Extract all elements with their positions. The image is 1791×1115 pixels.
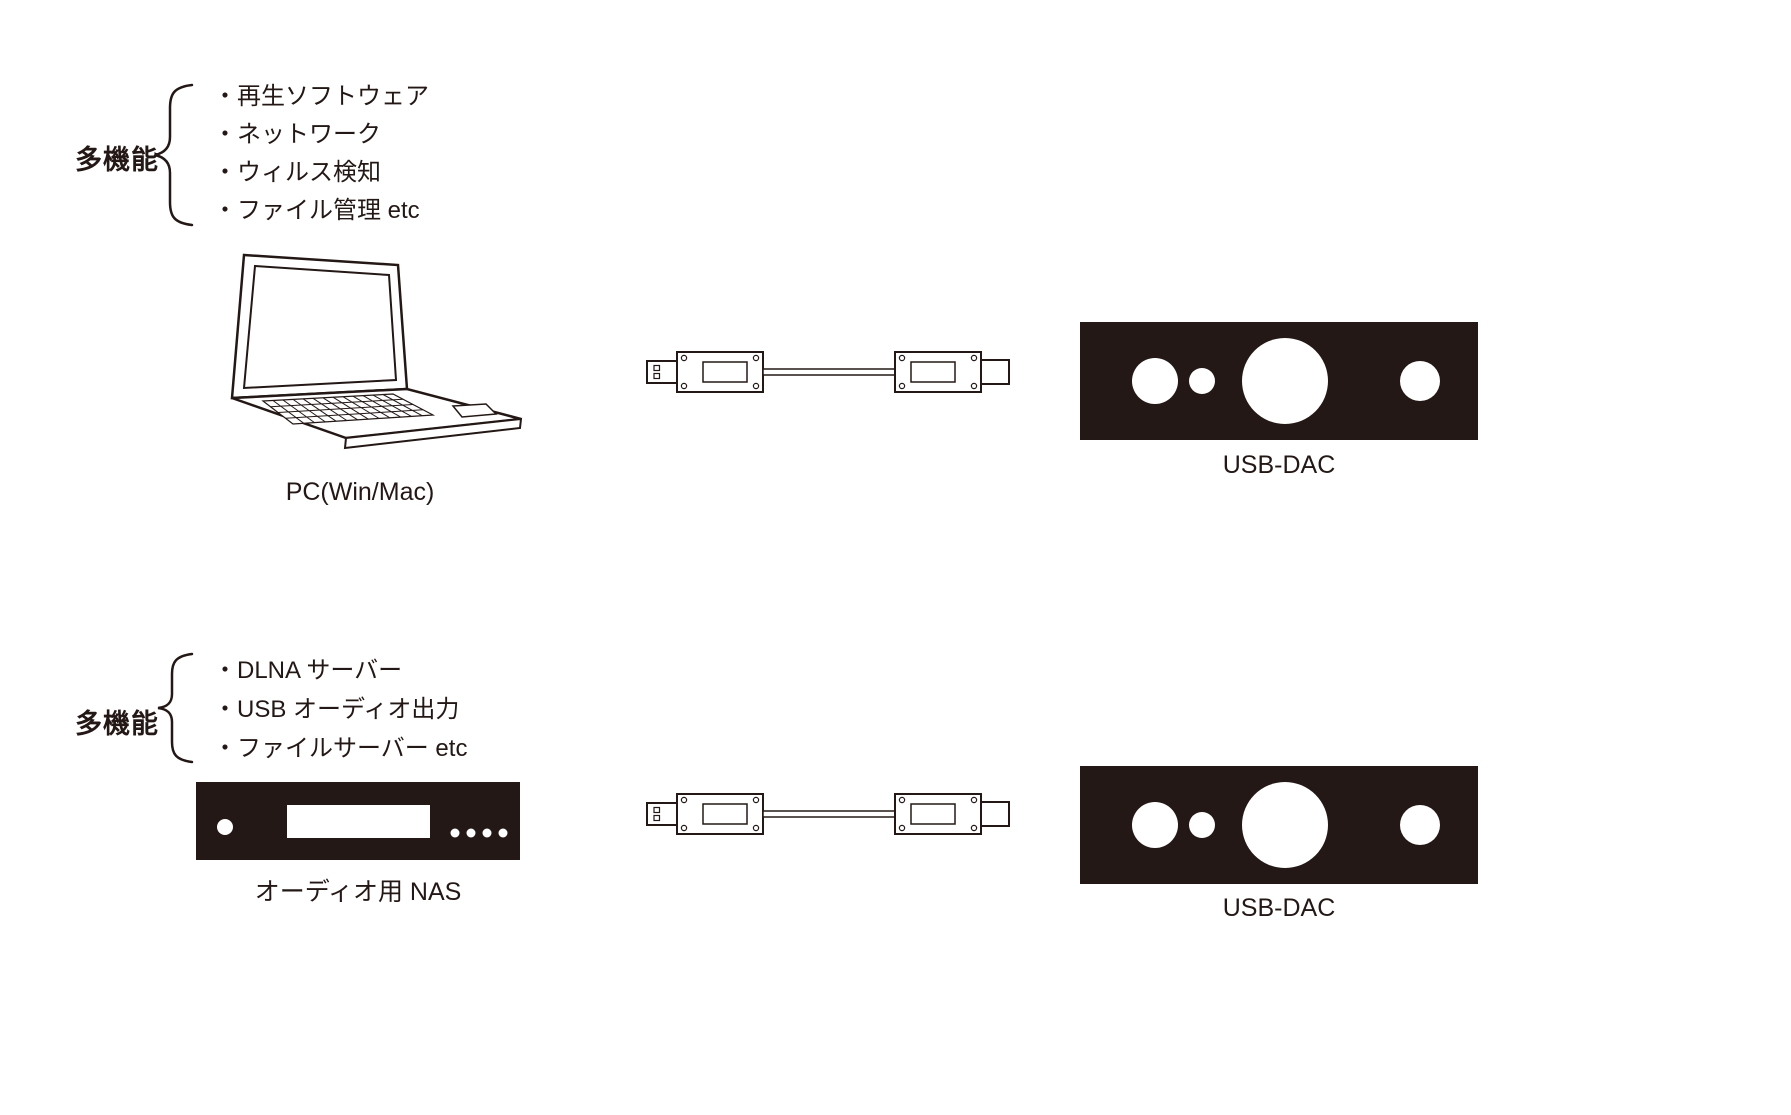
usb-dac-front-panel-bottom — [1080, 766, 1478, 884]
multi-function-label-bottom: 多機能 — [75, 709, 159, 739]
curly-brace-bottom — [157, 652, 194, 764]
pc-label: PC(Win/Mac) — [285, 478, 435, 506]
curly-brace-top — [154, 83, 194, 227]
laptop-illustration — [230, 253, 523, 450]
multi-function-label-top: 多機能 — [75, 145, 159, 175]
feature-item: ・ファイル管理 etc — [213, 197, 420, 224]
usb-dac-front-panel-top — [1080, 322, 1478, 440]
usb-cable-illustration-top — [646, 351, 1010, 393]
feature-item: ・USB オーディオ出力 — [213, 696, 460, 723]
usb-dac-label-top: USB-DAC — [1222, 451, 1336, 479]
feature-item: ・再生ソフトウェア — [213, 83, 429, 110]
usb-dac-label-bottom: USB-DAC — [1222, 894, 1336, 922]
feature-list-bottom: ・DLNA サーバー ・USB オーディオ出力 ・ファイルサーバー etc — [213, 651, 467, 768]
feature-list-top: ・再生ソフトウェア ・ネットワーク ・ウィルス検知 ・ファイル管理 etc — [213, 78, 429, 230]
nas-front-panel — [196, 782, 520, 860]
nas-label: オーディオ用 NAS — [254, 878, 462, 906]
feature-item: ・ファイルサーバー etc — [213, 735, 468, 762]
feature-item: ・ネットワーク — [213, 121, 381, 148]
feature-item: ・ウィルス検知 — [213, 159, 381, 186]
usb-cable-illustration-bottom — [646, 793, 1010, 835]
feature-item: ・DLNA サーバー — [213, 657, 403, 684]
